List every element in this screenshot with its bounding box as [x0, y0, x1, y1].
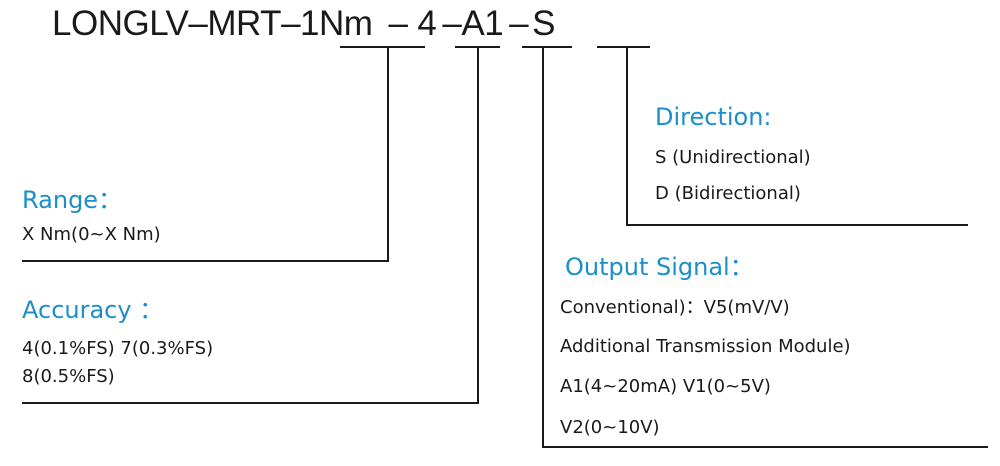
output-title: Output Signal：	[565, 253, 754, 281]
code-direction: S	[532, 4, 555, 43]
code-dash: –	[442, 4, 462, 43]
output-line-2: Additional Transmission Module)	[560, 336, 851, 357]
code-model: MRT	[207, 4, 282, 43]
direction-leader	[626, 47, 968, 226]
accuracy-line-1: 4(0.1%FS) 7(0.3%FS)	[22, 338, 214, 359]
direction-title: Direction:	[655, 103, 772, 131]
direction-line-1: S (Unidirectional)	[655, 147, 811, 168]
code-range: 1Nm	[300, 4, 373, 43]
code-dash: –	[509, 4, 529, 43]
code-dash: –	[281, 4, 301, 43]
range-value: X Nm(0~X Nm)	[22, 224, 161, 245]
code-dash: –	[188, 4, 208, 43]
code-dash: –	[388, 4, 408, 43]
code-prefix: LONGLV	[52, 4, 189, 43]
range-title: Range：	[22, 186, 123, 214]
output-line-4: V2(0~10V)	[560, 417, 660, 438]
output-leader	[542, 47, 988, 448]
model-code: LONGLV–MRT–1Nm–4–A1–S	[52, 4, 555, 44]
direction-line-2: D (Bidirectional)	[655, 183, 801, 204]
accuracy-title: Accuracy ：	[22, 296, 164, 324]
accuracy-leader	[22, 47, 479, 404]
output-line-1: Conventional)：V5(mV/V)	[560, 297, 790, 318]
code-accuracy: 4	[417, 4, 437, 43]
accuracy-line-2: 8(0.5%FS)	[22, 366, 115, 387]
range-leader	[22, 47, 389, 262]
output-line-3: A1(4~20mA) V1(0~5V)	[560, 376, 771, 397]
code-output: A1	[461, 4, 504, 43]
